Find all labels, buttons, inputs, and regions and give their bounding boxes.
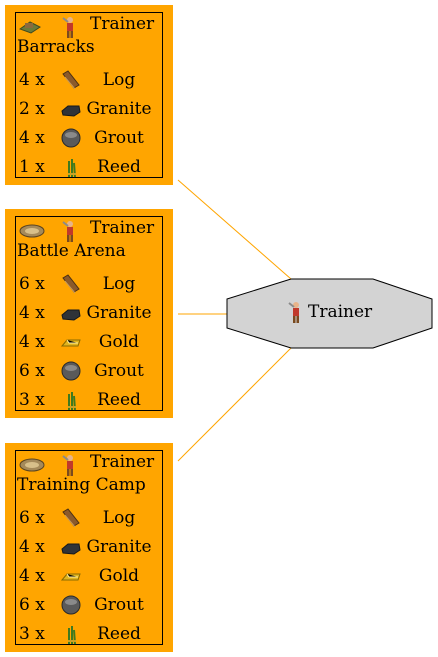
gold-icon [60, 564, 82, 592]
building-name: Training Camp [17, 475, 146, 495]
log-icon [60, 272, 82, 300]
trainer-icon [59, 15, 79, 43]
cost-row: 6 x Grout [16, 591, 162, 620]
building-card-training-camp[interactable]: Trainer Training Camp 6 x Log 4 x Granit… [5, 443, 173, 652]
trainer-icon [285, 300, 305, 330]
training-camp-icon [19, 455, 45, 477]
cost-name: Reed [97, 157, 141, 177]
cost-row: 3 x Reed [16, 620, 162, 649]
reed-icon [60, 388, 82, 416]
log-icon [60, 68, 82, 96]
building-name: Barracks [17, 37, 95, 57]
cost-row: 4 x Grout [16, 124, 162, 153]
cost-name: Log [102, 70, 136, 90]
battle-arena-icon [19, 221, 45, 243]
cost-name: Granite [86, 303, 152, 323]
trainer-icon [59, 453, 79, 481]
cost-row: 4 x Gold [16, 328, 162, 357]
cost-quantity: 4 x [19, 566, 45, 586]
cost-name: Granite [86, 537, 152, 557]
building-card-battle-arena[interactable]: Trainer Battle Arena 6 x Log 4 x Granite… [5, 209, 173, 418]
trainer-node[interactable] [226, 278, 433, 349]
granite-icon [60, 301, 82, 329]
cost-quantity: 4 x [19, 70, 45, 90]
cost-quantity: 3 x [19, 390, 45, 410]
cost-row: 4 x Gold [16, 562, 162, 591]
log-icon [60, 506, 82, 534]
cost-row: 6 x Log [16, 270, 162, 299]
cost-name: Log [102, 274, 136, 294]
cost-row: 2 x Granite [16, 95, 162, 124]
cost-quantity: 4 x [19, 303, 45, 323]
cost-name: Reed [97, 624, 141, 644]
cost-quantity: 3 x [19, 624, 45, 644]
cost-name: Gold [98, 332, 140, 352]
cost-row: 6 x Log [16, 504, 162, 533]
cost-quantity: 6 x [19, 595, 45, 615]
cost-name: Granite [86, 99, 152, 119]
cost-row: 1 x Reed [16, 153, 162, 182]
grout-icon [60, 359, 82, 387]
gold-icon [60, 330, 82, 358]
edge-training-camp [177, 347, 292, 462]
worker-label: Trainer [90, 218, 155, 238]
cost-row: 3 x Reed [16, 386, 162, 415]
barracks-icon [18, 17, 41, 39]
reed-icon [60, 622, 82, 650]
cost-row: 4 x Granite [16, 299, 162, 328]
cost-quantity: 1 x [19, 157, 45, 177]
cost-quantity: 2 x [19, 99, 45, 119]
cost-name: Log [102, 508, 136, 528]
cost-quantity: 4 x [19, 537, 45, 557]
granite-icon [60, 97, 82, 125]
cost-name: Grout [94, 595, 144, 615]
cost-name: Gold [98, 566, 140, 586]
grout-icon [60, 593, 82, 621]
cost-row: 4 x Granite [16, 533, 162, 562]
edge-barracks [177, 179, 292, 280]
cost-name: Reed [97, 390, 141, 410]
building-name: Battle Arena [17, 241, 126, 261]
cost-name: Grout [94, 128, 144, 148]
building-card-barracks[interactable]: Trainer Barracks 4 x Log 2 x Granite 4 x… [5, 5, 173, 185]
trainer-icon [59, 219, 79, 247]
cost-quantity: 6 x [19, 274, 45, 294]
worker-label: Trainer [90, 14, 155, 34]
grout-icon [60, 126, 82, 154]
reed-icon [60, 155, 82, 183]
cost-quantity: 4 x [19, 128, 45, 148]
cost-row: 4 x Log [16, 66, 162, 95]
trainer-node-label: Trainer [308, 302, 373, 322]
cost-name: Grout [94, 361, 144, 381]
granite-icon [60, 535, 82, 563]
cost-quantity: 6 x [19, 361, 45, 381]
cost-quantity: 6 x [19, 508, 45, 528]
cost-row: 6 x Grout [16, 357, 162, 386]
worker-label: Trainer [90, 452, 155, 472]
cost-quantity: 4 x [19, 332, 45, 352]
